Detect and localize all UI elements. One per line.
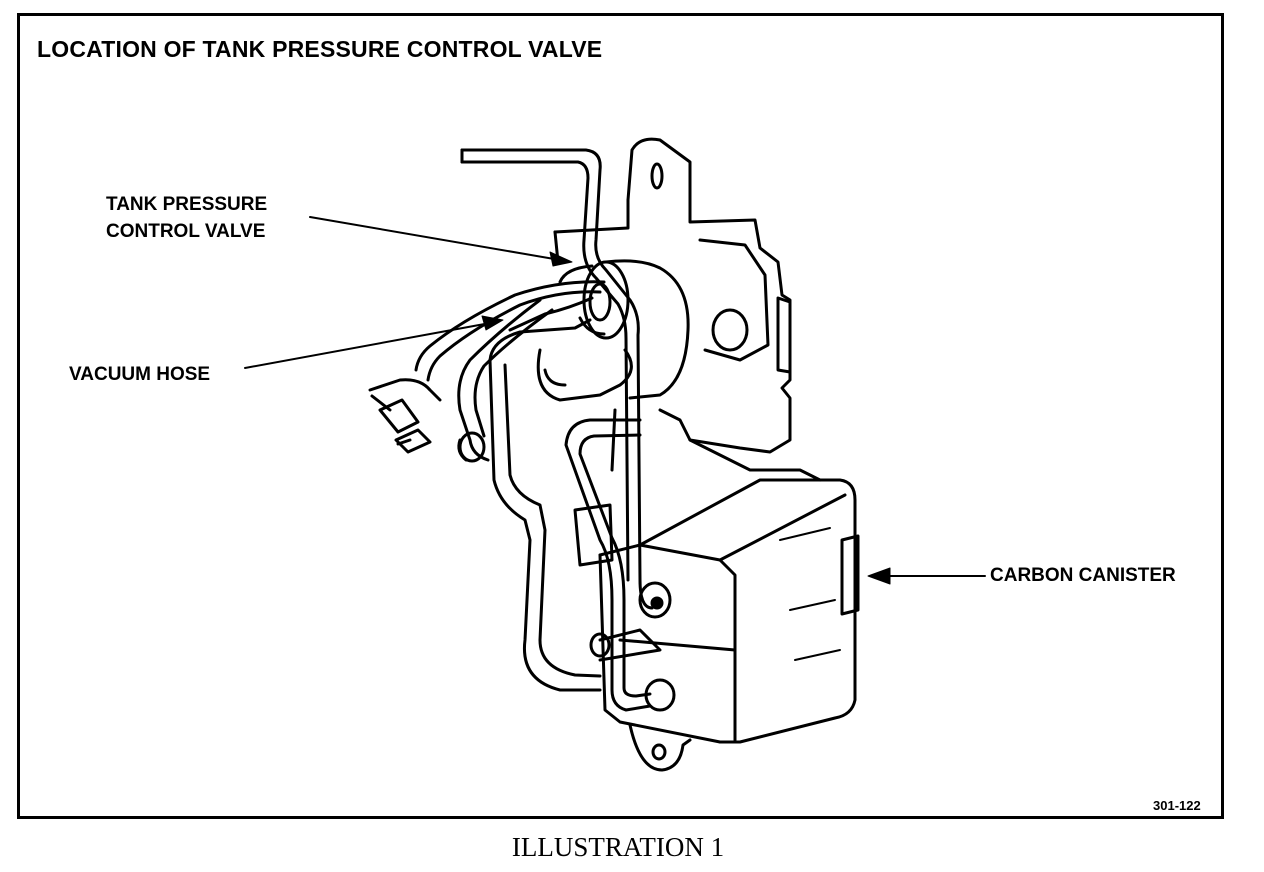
lower-tube (564, 418, 652, 712)
valve-label-line2: CONTROL VALVE (106, 221, 266, 242)
figure-frame (17, 13, 1224, 819)
canister-leader-arrow (867, 567, 891, 585)
canister-bracket (488, 318, 662, 692)
illustration-caption: ILLUSTRATION 1 (0, 832, 1264, 863)
carbon-canister (589, 478, 860, 772)
valve-label: TANK PRESSURE CONTROL VALVE (106, 191, 267, 245)
figure-number: 301-122 (1153, 798, 1201, 813)
valve-leader-line (309, 216, 561, 261)
valve-label-line1: TANK PRESSURE (106, 194, 268, 215)
vacuum-hoses (368, 280, 606, 463)
figure-title: LOCATION OF TANK PRESSURE CONTROL VALVE (37, 36, 603, 62)
mounting-bracket (553, 137, 822, 482)
carbon-canister-label: CARBON CANISTER (990, 565, 1176, 586)
caption-text: ILLUSTRATION 1 (511, 832, 725, 862)
valve-leader-arrow (549, 251, 573, 267)
vacuum-hose-label: VACUUM HOSE (69, 364, 211, 385)
metal-tube (460, 148, 654, 610)
leader-lines (244, 216, 986, 585)
